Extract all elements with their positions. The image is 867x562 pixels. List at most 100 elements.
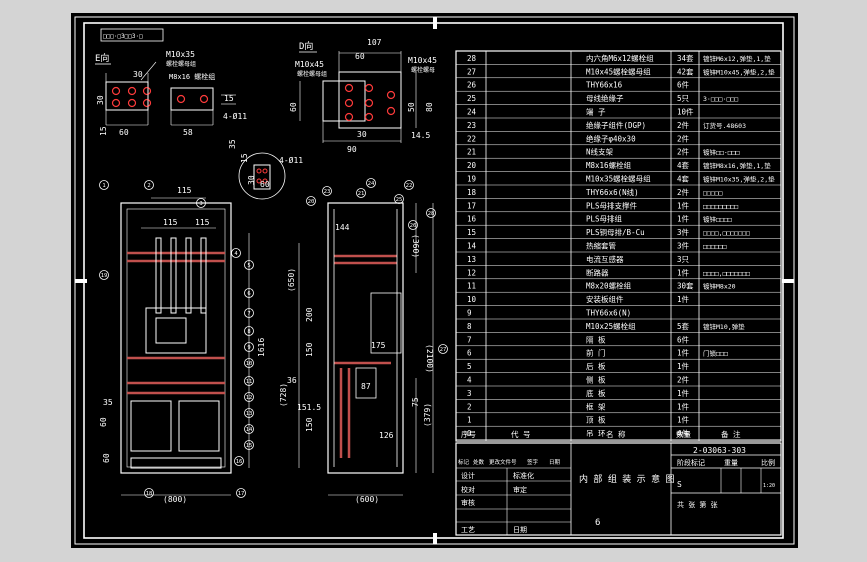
dim-front-115-a: 115 [163,218,178,227]
bom-cell-name: M10x25螺栓组 [586,321,636,331]
bom-cell-no: 19 [467,175,476,184]
bom-cell-name: 安装板组件 [586,294,624,304]
bom-cell-qty: 30套 [677,281,694,291]
balloon-label: 28 [428,211,435,217]
bom-cell-name: THY66x6(N线) [586,187,639,197]
view-d-plate [338,71,402,129]
dim-front-60b: 60 [102,453,111,463]
bom-cell-name: 绝缘子φ40x30 [586,133,636,143]
dim-side-150: 150 [305,342,314,357]
bom-cell-name: 后 板 [586,361,606,371]
bom-cell-name: 隔 板 [586,334,606,344]
side-cabinet-frame [327,202,404,474]
bom-cell-note: □□□□□□□□□ [703,202,738,210]
dim-side-600: (600) [355,495,379,504]
sheet-letter: S [677,480,682,489]
balloon-circle [244,260,254,270]
balloon-label: 2 [147,183,150,189]
center-marks [75,17,794,544]
bom-cell-name: N线支架 [586,147,614,157]
balloon-circle [244,424,254,434]
balloon-label: 20 [308,199,315,205]
dim-d-m10x45b: M10x45 [408,56,437,65]
bom-cell-no: 28 [467,54,477,63]
balloon-label: 1 [102,183,105,189]
bom-cell-qty: 1件 [677,388,690,398]
bom-cell-name: 底 板 [586,388,606,398]
bom-cell-name: 热缩套管 [586,241,616,251]
scale-value: 1:20 [763,483,775,489]
balloon-label: 14 [246,427,253,433]
bom-header-no: 序号 [461,429,476,439]
bom-cell-qty: 1件 [677,361,690,371]
bom-cell-name: 电流互感器 [586,254,624,264]
bom-cell-name: 框 架 [586,401,606,411]
view-e: E向 M10x35 螺栓螺母组 M8x16 螺栓组 30 15 60 58 15… [95,50,247,137]
front-cabinet-frame [120,202,232,474]
bom-cell-note: 镀锌□□·□□□ [703,148,740,157]
title-block: 2-03063-303 内 部 组 装 示 意 图 阶段标记 重量 比例 1:2… [455,442,782,536]
view-e-plate-right [170,87,214,111]
balloon-circle [366,178,376,188]
bom-cell-no: 27 [467,67,476,76]
dim-e-58: 58 [183,128,193,137]
bom-cell-name: 断路器 [586,267,609,277]
balloon-circle [244,288,254,298]
dim-e-m8x16: M8x16 螺栓组 [169,72,215,81]
dim-front-1616: 1616 [257,338,266,357]
bom-cell-name: PLS母排组 [586,214,623,224]
dim-front-800: (800) [163,495,187,504]
bom-cell-name: 吊 环 [586,429,606,438]
bom-cell-name: THY66x6(N) [586,309,631,318]
bom-cell-qty: 2件 [677,147,690,157]
dim-side-150b: 150 [305,417,314,432]
balloon-circle [244,342,254,352]
balloon-label: 11 [246,379,253,385]
tb-sign: 签字 [527,458,539,466]
balloon-circle [408,220,418,230]
bom-cell-no: 4 [467,376,472,385]
dim-side-728: (728) [279,383,288,407]
bom-cell-name: PLS母排支撑件 [586,200,638,210]
balloon-label: 21 [358,191,365,197]
bom-cell-note: 订货号.48603 [703,121,746,130]
bom-cell-name: M10x35螺栓螺母组 [586,174,651,184]
balloon-circle [244,392,254,402]
bom-cell-qty: 3件 [677,241,690,251]
dim-side-36: 36 [287,376,297,385]
stamp-box [100,28,164,42]
bom-cell-no: 13 [467,255,476,264]
dim-side-200: 200 [305,307,314,322]
bom-cell-qty: 6件 [677,334,690,344]
drawing-title: 内 部 组 装 示 意 图 [579,473,675,485]
dim-d-bolt-nut-b: 螺栓螺母 [411,66,435,74]
dim-d-60b: 60 [289,102,298,112]
bom-cell-name: 母线绝缘子 [586,93,624,103]
view-d: D向 107 60 M10x45 螺栓螺母组 M10x45 螺栓螺母 60 80… [289,38,437,154]
bom-cell-qty: 2件 [677,375,690,385]
small-detail: 35 15 4-Ø11 60 30 [228,139,303,200]
balloon-circle [196,198,206,208]
balloon-label: 23 [324,189,331,195]
balloon-circle [356,188,366,198]
bom-cell-note: □□□□,□□□□□□□ [703,229,750,237]
dim-sd-30: 30 [247,175,256,185]
dim-e-m10x35: M10x35 [166,50,195,59]
view-e-label: E向 [95,52,109,64]
bom-cell-name: PLS铜母排/B-Cu [586,227,645,237]
bom-cell-no: 8 [467,322,472,331]
bom-cell-name: 顶 板 [586,415,606,425]
dim-e-bolt-nut: 螺栓螺母组 [166,60,196,68]
bom-cell-name: 前 门 [586,348,606,358]
bom-cell-qty: 1件 [677,348,690,358]
bom-header-name: 名 称 [606,429,626,439]
balloon-circle [404,180,414,190]
dim-side-87: 87 [361,382,371,391]
bom-cell-no: 18 [467,188,477,197]
bom-cell-no: 5 [467,362,472,371]
bom-cell-note: □□□□,□□□□□□□ [703,269,750,277]
bom-cell-note: 镀锌M8x20 [703,282,736,291]
balloon-circle [322,186,332,196]
bom-cell-no: 7 [467,335,472,344]
